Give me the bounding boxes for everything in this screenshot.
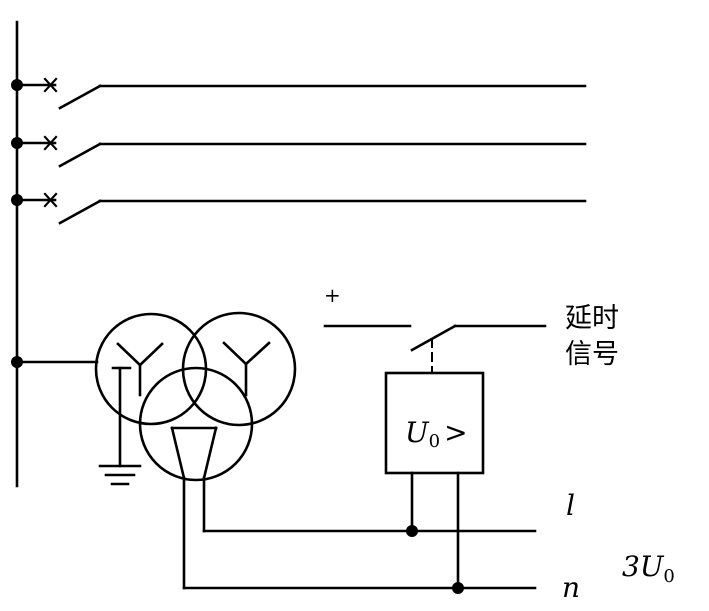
- junction-dot: [452, 582, 464, 594]
- zero-sequence-voltage-relay: [384, 371, 485, 475]
- junction-dot: [11, 194, 23, 206]
- junction-dot: [11, 356, 23, 368]
- winding-open-delta: [138, 366, 254, 482]
- line-l-label: l: [566, 489, 575, 522]
- zero-sequence-voltage-main: 3U: [622, 550, 665, 583]
- zero-sequence-voltage-label: 3U0: [622, 550, 675, 587]
- relay-symbol-comparator: >: [444, 416, 467, 449]
- junction-dot: [11, 137, 23, 149]
- feeder-2: [15, 135, 587, 168]
- delay-signal-label-line2: 信号: [565, 339, 619, 370]
- junction-dot: [406, 525, 418, 537]
- line-n-label: n: [562, 571, 580, 604]
- junction-dot: [11, 79, 23, 91]
- feeder-3: [15, 192, 587, 225]
- relay-contact: [410, 324, 457, 352]
- plus-label: +: [324, 283, 341, 307]
- voltage-transformer: [94, 311, 297, 486]
- zero-sequence-voltage-subscript: 0: [663, 566, 674, 587]
- relay-symbol-subscript: 0: [429, 431, 440, 452]
- feeder-1: [15, 77, 587, 110]
- relay-symbol: U0>: [405, 416, 468, 452]
- delay-signal-label-line1: 延时: [565, 303, 619, 334]
- relay-symbol-u: U: [405, 416, 430, 449]
